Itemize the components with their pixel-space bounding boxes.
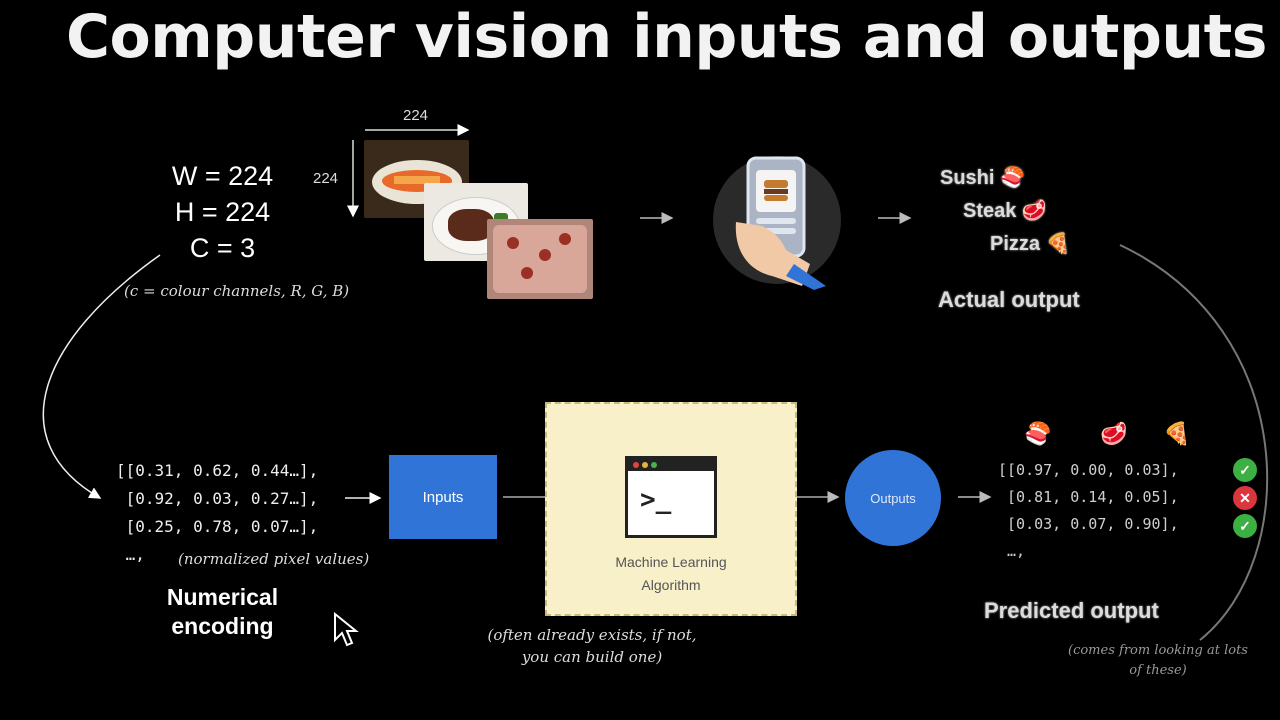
actual-label-pizza: Pizza 🍕 (990, 233, 1071, 255)
page-title: Computer vision inputs and outputs (66, 2, 1268, 72)
pred-row: [0.81, 0.14, 0.05], (998, 488, 1179, 506)
curve-right (1119, 244, 1269, 641)
width-label: 224 (403, 107, 429, 124)
sushi-photo (364, 140, 469, 218)
pred-icon-pizza: 🍕 (1163, 421, 1191, 446)
curve-arrow-to-encoding (42, 254, 161, 499)
ml-note-line2: you can build one) (521, 648, 663, 666)
ml-label-line2: Algorithm (641, 577, 701, 593)
check-icon: ✓ (1233, 458, 1257, 482)
actual-label-sushi: Sushi 🍣 (940, 167, 1025, 189)
pred-icon-steak: 🥩 (1100, 421, 1128, 446)
predicted-matrix: [[0.97, 0.00, 0.03], [0.81, 0.14, 0.05],… (998, 457, 1179, 565)
ml-label-line1: Machine Learning (615, 554, 727, 570)
predicted-note: (comes from looking at lots of these) (1038, 641, 1278, 681)
pred-icon-sushi: 🍣 (1024, 421, 1052, 446)
ml-note-line1: (often already exists, if not, (487, 626, 697, 644)
dims-block: W = 224 H = 224 C = 3 (150, 158, 295, 266)
encoding-row: [0.92, 0.03, 0.27…], (116, 489, 319, 508)
phone-app-icon (713, 156, 841, 290)
w-text: W = 224 (171, 161, 274, 191)
encoding-caption-line1: Numerical (166, 584, 279, 610)
c-text: C = 3 (189, 233, 256, 263)
ml-note: (often already exists, if not, you can b… (462, 624, 722, 668)
actual-output-caption: Actual output (938, 287, 1080, 312)
actual-label-steak: Steak 🥩 (963, 200, 1047, 222)
encoding-row: [0.25, 0.78, 0.07…], (116, 517, 319, 536)
channels-note: (c = colour channels, R, G, B) (124, 282, 350, 300)
height-label: 224 (313, 170, 339, 187)
pred-row: [0.03, 0.07, 0.90], (998, 515, 1179, 533)
ml-algorithm-box (545, 402, 797, 616)
encoding-matrix: [[0.31, 0.62, 0.44…], [0.92, 0.03, 0.27…… (116, 457, 318, 569)
predicted-note-line2: of these) (1129, 663, 1187, 678)
pizza-photo (487, 219, 593, 299)
encoding-row: …, (116, 545, 145, 564)
h-text: H = 224 (174, 197, 271, 227)
predicted-output-caption: Predicted output (984, 598, 1159, 623)
cross-icon: ✕ (1233, 486, 1257, 510)
predicted-note-line1: (comes from looking at lots (1068, 643, 1248, 658)
check-icon: ✓ (1233, 514, 1257, 538)
cursor-icon (334, 612, 359, 647)
outputs-circle: Outputs (845, 450, 941, 546)
inputs-box: Inputs (389, 455, 497, 539)
encoding-caption: Numerical encoding (150, 583, 295, 641)
ml-label: Machine Learning Algorithm (560, 551, 782, 597)
pred-row: [[0.97, 0.00, 0.03], (998, 461, 1179, 479)
terminal-icon: >_ (625, 456, 717, 538)
normalized-note: (normalized pixel values) (178, 550, 370, 568)
encoding-row: [[0.31, 0.62, 0.44…], (116, 461, 319, 480)
encoding-caption-line2: encoding (171, 613, 274, 639)
pred-row: …, (998, 542, 1026, 560)
